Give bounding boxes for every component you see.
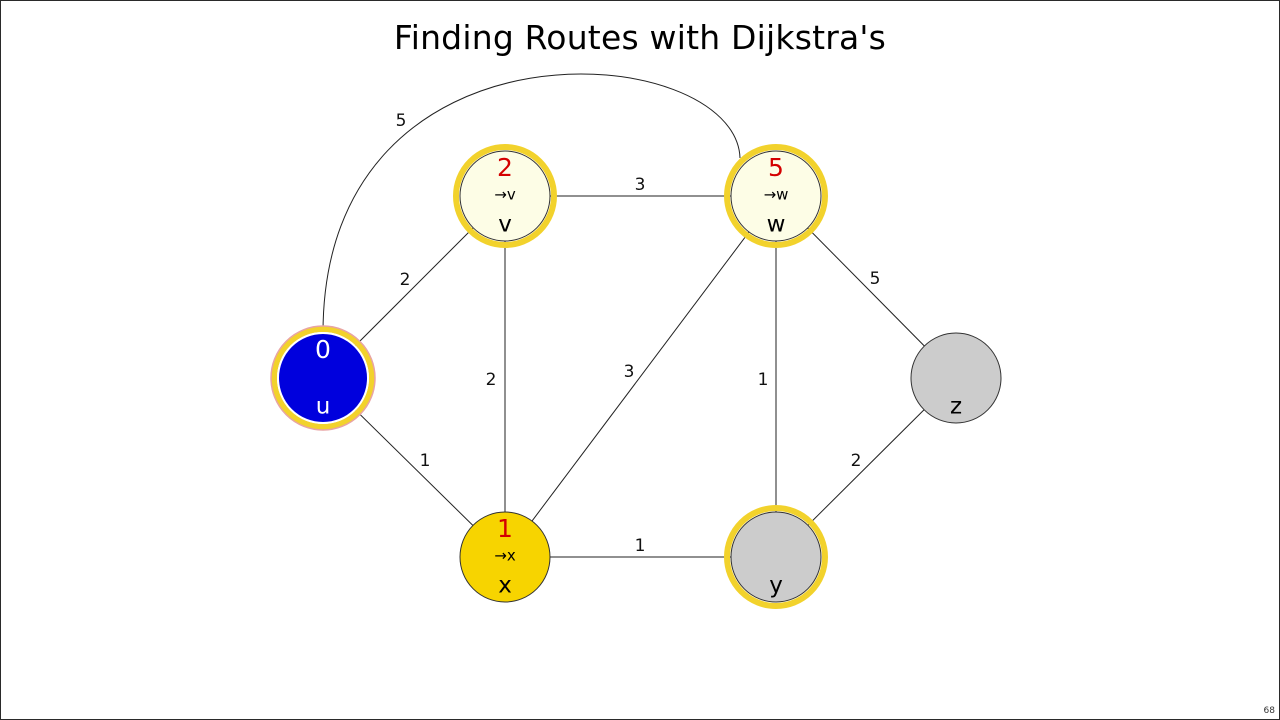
node-z-label: z xyxy=(950,394,962,420)
node-w-predecessor: →w xyxy=(764,186,789,204)
edge-weight-v-x: 2 xyxy=(486,370,497,390)
edge-weights-layer: 5 2 1 3 2 3 1 1 5 2 xyxy=(396,111,881,556)
node-w[interactable]: 5 →w w xyxy=(724,144,828,248)
node-x-label: x xyxy=(498,573,512,599)
node-v-distance: 2 xyxy=(497,153,513,182)
node-u-label: u xyxy=(316,394,331,420)
node-v[interactable]: 2 →v v xyxy=(453,144,557,248)
node-u-distance: 0 xyxy=(315,335,331,364)
node-y-circle xyxy=(730,511,822,603)
edge-weight-u-v: 2 xyxy=(400,270,411,290)
node-w-label: w xyxy=(767,212,786,238)
node-v-label: v xyxy=(498,212,512,238)
edge-weight-x-y: 1 xyxy=(635,536,646,556)
node-x[interactable]: 1 →x x xyxy=(459,511,551,603)
edge-weight-y-z: 2 xyxy=(851,451,862,471)
edge-weight-u-w: 5 xyxy=(396,111,407,131)
edge-weight-u-x: 1 xyxy=(420,451,431,471)
edge-weight-w-y: 1 xyxy=(758,370,769,390)
node-x-predecessor: →x xyxy=(494,547,516,565)
node-v-predecessor: →v xyxy=(494,186,516,204)
slide-title: Finding Routes with Dijkstra's xyxy=(393,18,887,57)
node-w-ring xyxy=(724,144,828,248)
edge-weight-v-w: 3 xyxy=(635,175,646,195)
edge-weight-x-w: 3 xyxy=(624,362,635,382)
node-y-ring xyxy=(724,505,828,609)
page-number: 68 xyxy=(1263,706,1275,716)
edge-x-w xyxy=(504,195,777,558)
node-z-circle xyxy=(910,332,1002,424)
node-u[interactable]: 0u xyxy=(270,325,376,431)
edge-weight-w-z: 5 xyxy=(870,269,881,289)
node-y-label: y xyxy=(769,573,783,599)
node-u-circle xyxy=(277,332,369,424)
edge-u-w xyxy=(322,73,741,334)
edges-layer xyxy=(322,73,957,558)
node-w-distance: 5 xyxy=(768,153,784,182)
node-x-distance: 1 xyxy=(497,514,513,543)
node-x-circle xyxy=(459,511,551,603)
node-y[interactable]: y xyxy=(724,505,828,609)
node-w-circle xyxy=(730,150,822,242)
node-v-circle xyxy=(459,150,551,242)
node-u-ring xyxy=(271,326,375,430)
node-v-ring xyxy=(453,144,557,248)
node-u-outer-ring xyxy=(270,325,376,431)
node-z[interactable]: z xyxy=(910,332,1002,424)
